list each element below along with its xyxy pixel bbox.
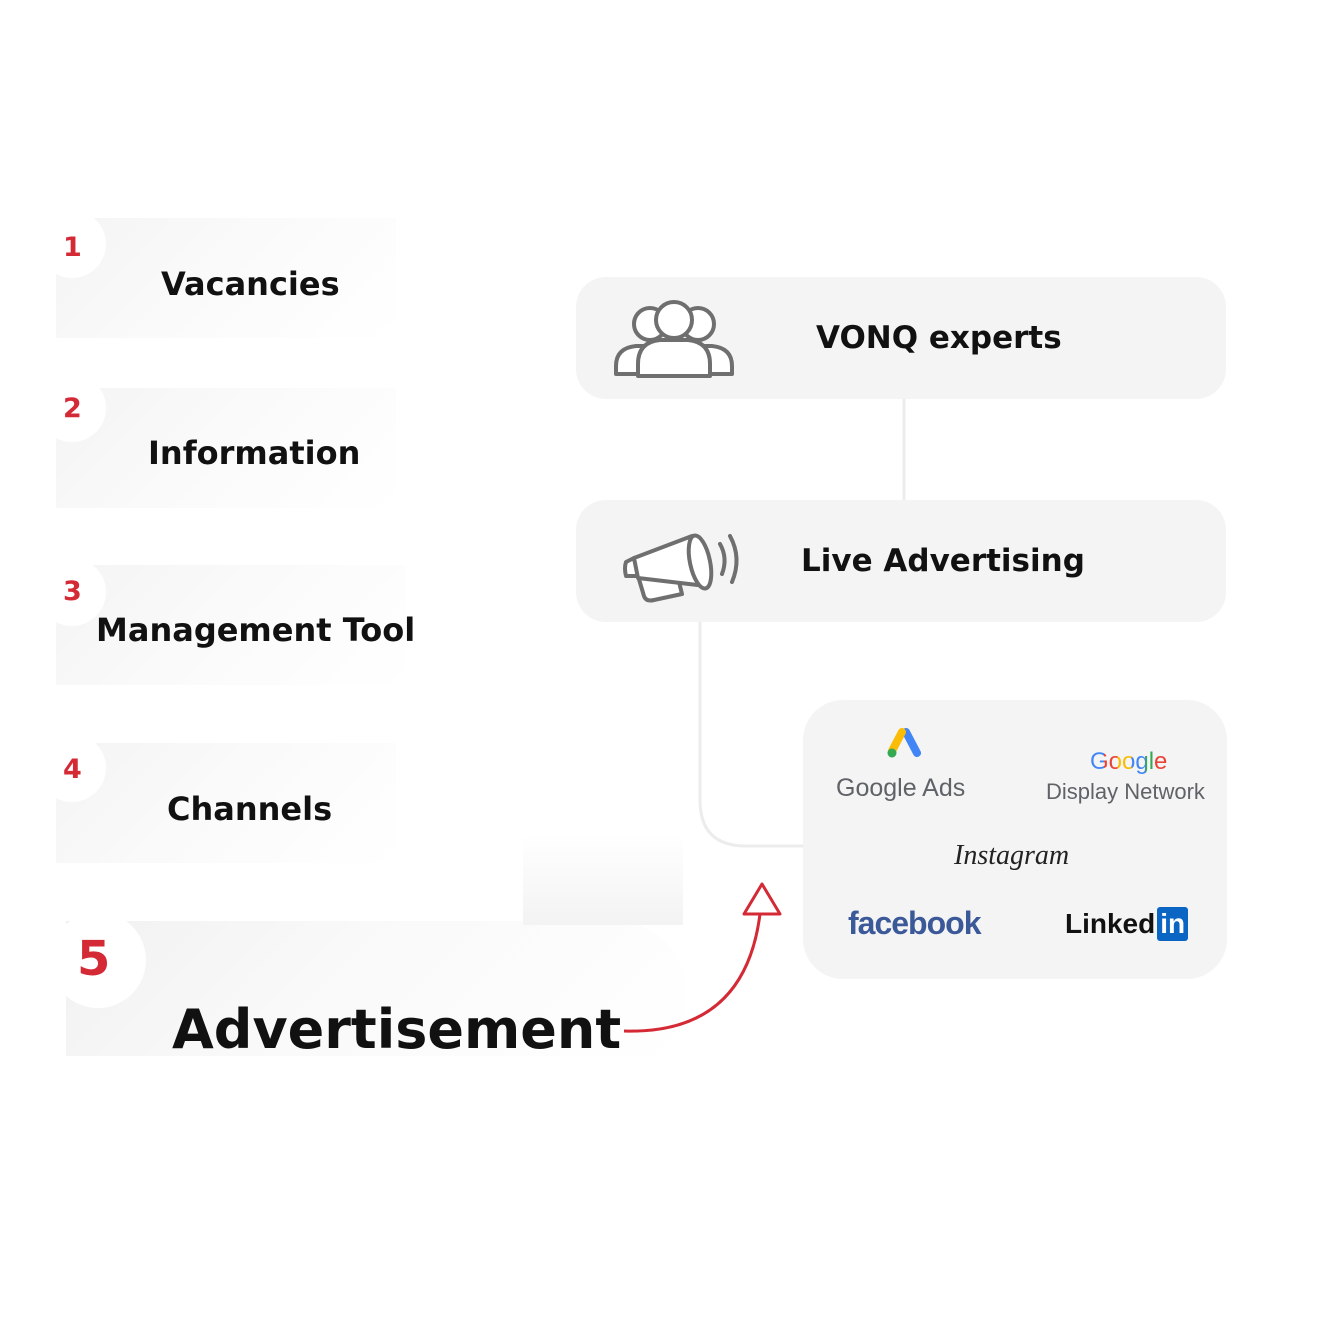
people-group-icon — [614, 300, 734, 378]
channel-facebook: facebook — [848, 905, 981, 941]
channel-google-brand: Google — [1090, 750, 1167, 774]
step-card-management-tool — [56, 565, 406, 685]
step-badge-5 — [50, 912, 146, 1008]
step-badge-2 — [38, 374, 106, 442]
step-badge-1 — [38, 210, 106, 278]
step-card-advertisement-tab — [523, 835, 683, 925]
step-number-2: 2 — [63, 393, 82, 424]
step-card-information — [56, 388, 396, 508]
arrow-curve — [623, 889, 764, 1033]
box-title-live-advertising: Live Advertising — [801, 543, 1085, 579]
step-number-5: 5 — [77, 931, 111, 987]
channel-google-display-network: Display Network — [1046, 779, 1205, 804]
step-number-1: 1 — [63, 232, 82, 263]
step-label-information: Information — [148, 434, 361, 472]
google-ads-icon — [887, 728, 921, 758]
step-label-management-tool: Management Tool — [96, 611, 416, 649]
step-number-4: 4 — [63, 754, 82, 785]
step-label-advertisement: Advertisement — [172, 998, 622, 1061]
step-badge-3 — [38, 558, 106, 626]
step-badge-4 — [38, 734, 106, 802]
step-card-advertisement — [66, 921, 686, 1056]
connector-live-to-channels — [698, 620, 806, 848]
channel-instagram: Instagram — [954, 840, 1070, 871]
step-card-channels — [56, 743, 396, 863]
megaphone-icon — [623, 533, 739, 603]
linkedin-text: Linked — [1065, 908, 1156, 939]
step-number-3: 3 — [63, 576, 82, 607]
box-title-vonq-experts: VONQ experts — [816, 320, 1062, 356]
arrow-head — [742, 882, 782, 916]
google-brand-text: Google — [1090, 748, 1168, 775]
step-card-vacancies — [56, 218, 396, 338]
step-label-vacancies: Vacancies — [161, 265, 340, 303]
box-channels — [803, 700, 1227, 979]
step-label-channels: Channels — [167, 790, 333, 828]
linkedin-in-icon: in — [1157, 907, 1189, 941]
channel-google-ads: Google Ads — [836, 774, 966, 802]
